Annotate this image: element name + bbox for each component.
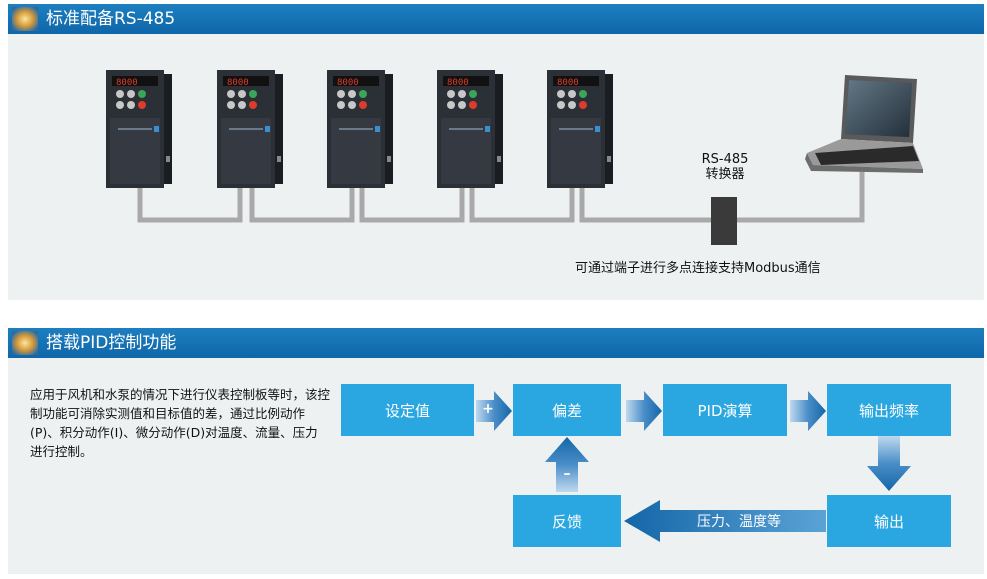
- converter-label: RS-485 转换器: [680, 152, 770, 182]
- section-title: 搭载PID控制功能: [46, 333, 177, 353]
- inverter-drive: 8000: [217, 70, 283, 188]
- pid-box: PID演算: [663, 384, 787, 436]
- rs485-converter: [711, 197, 737, 245]
- arrow-freq-output: [867, 436, 911, 491]
- output-box: 输出: [827, 495, 951, 547]
- setpoint-box: 设定值: [341, 384, 474, 436]
- inverter-drive: 8000: [106, 70, 172, 188]
- decor-icon: [12, 7, 38, 31]
- feedback-arrow-label: 压力、温度等: [697, 514, 781, 530]
- section-title: 标准配备RS-485: [46, 9, 176, 29]
- freq-output-box: 输出频率: [827, 384, 951, 436]
- drive-display: 8000: [337, 78, 359, 88]
- arrow-output-feedback: [624, 500, 826, 542]
- pid-description: 应用于风机和水泵的情况下进行仪表控制板等时，该控制功能可消除实测值和目标值的差，…: [30, 387, 331, 459]
- decor-icon: [12, 331, 38, 355]
- arrow-feedback-deviation: [545, 437, 589, 492]
- feedback-box: 反馈: [513, 495, 621, 547]
- drive-display: 8000: [447, 78, 469, 88]
- converter-label-line1: RS-485: [701, 152, 749, 167]
- minus-sign: –: [563, 466, 571, 482]
- plus-sign: +: [482, 401, 494, 417]
- drive-display: 8000: [116, 78, 138, 88]
- modbus-note: 可通过端子进行多点连接支持Modbus通信: [575, 261, 821, 276]
- section-header-pid: 搭载PID控制功能: [8, 328, 984, 358]
- deviation-box: 偏差: [513, 384, 621, 436]
- inverter-drive: 8000: [327, 70, 393, 188]
- drive-display: 8000: [227, 78, 249, 88]
- drive-display: 8000: [557, 78, 579, 88]
- converter-label-line2: 转换器: [705, 167, 745, 182]
- arrow-pid-freq: [790, 391, 826, 431]
- inverter-drive: 8000: [547, 70, 613, 188]
- section-header-rs485: 标准配备RS-485: [8, 4, 984, 34]
- laptop-image: [805, 75, 923, 173]
- inverter-drive: 8000: [437, 70, 503, 188]
- arrow-setpoint-deviation: [476, 391, 512, 431]
- arrow-deviation-pid: [626, 391, 662, 431]
